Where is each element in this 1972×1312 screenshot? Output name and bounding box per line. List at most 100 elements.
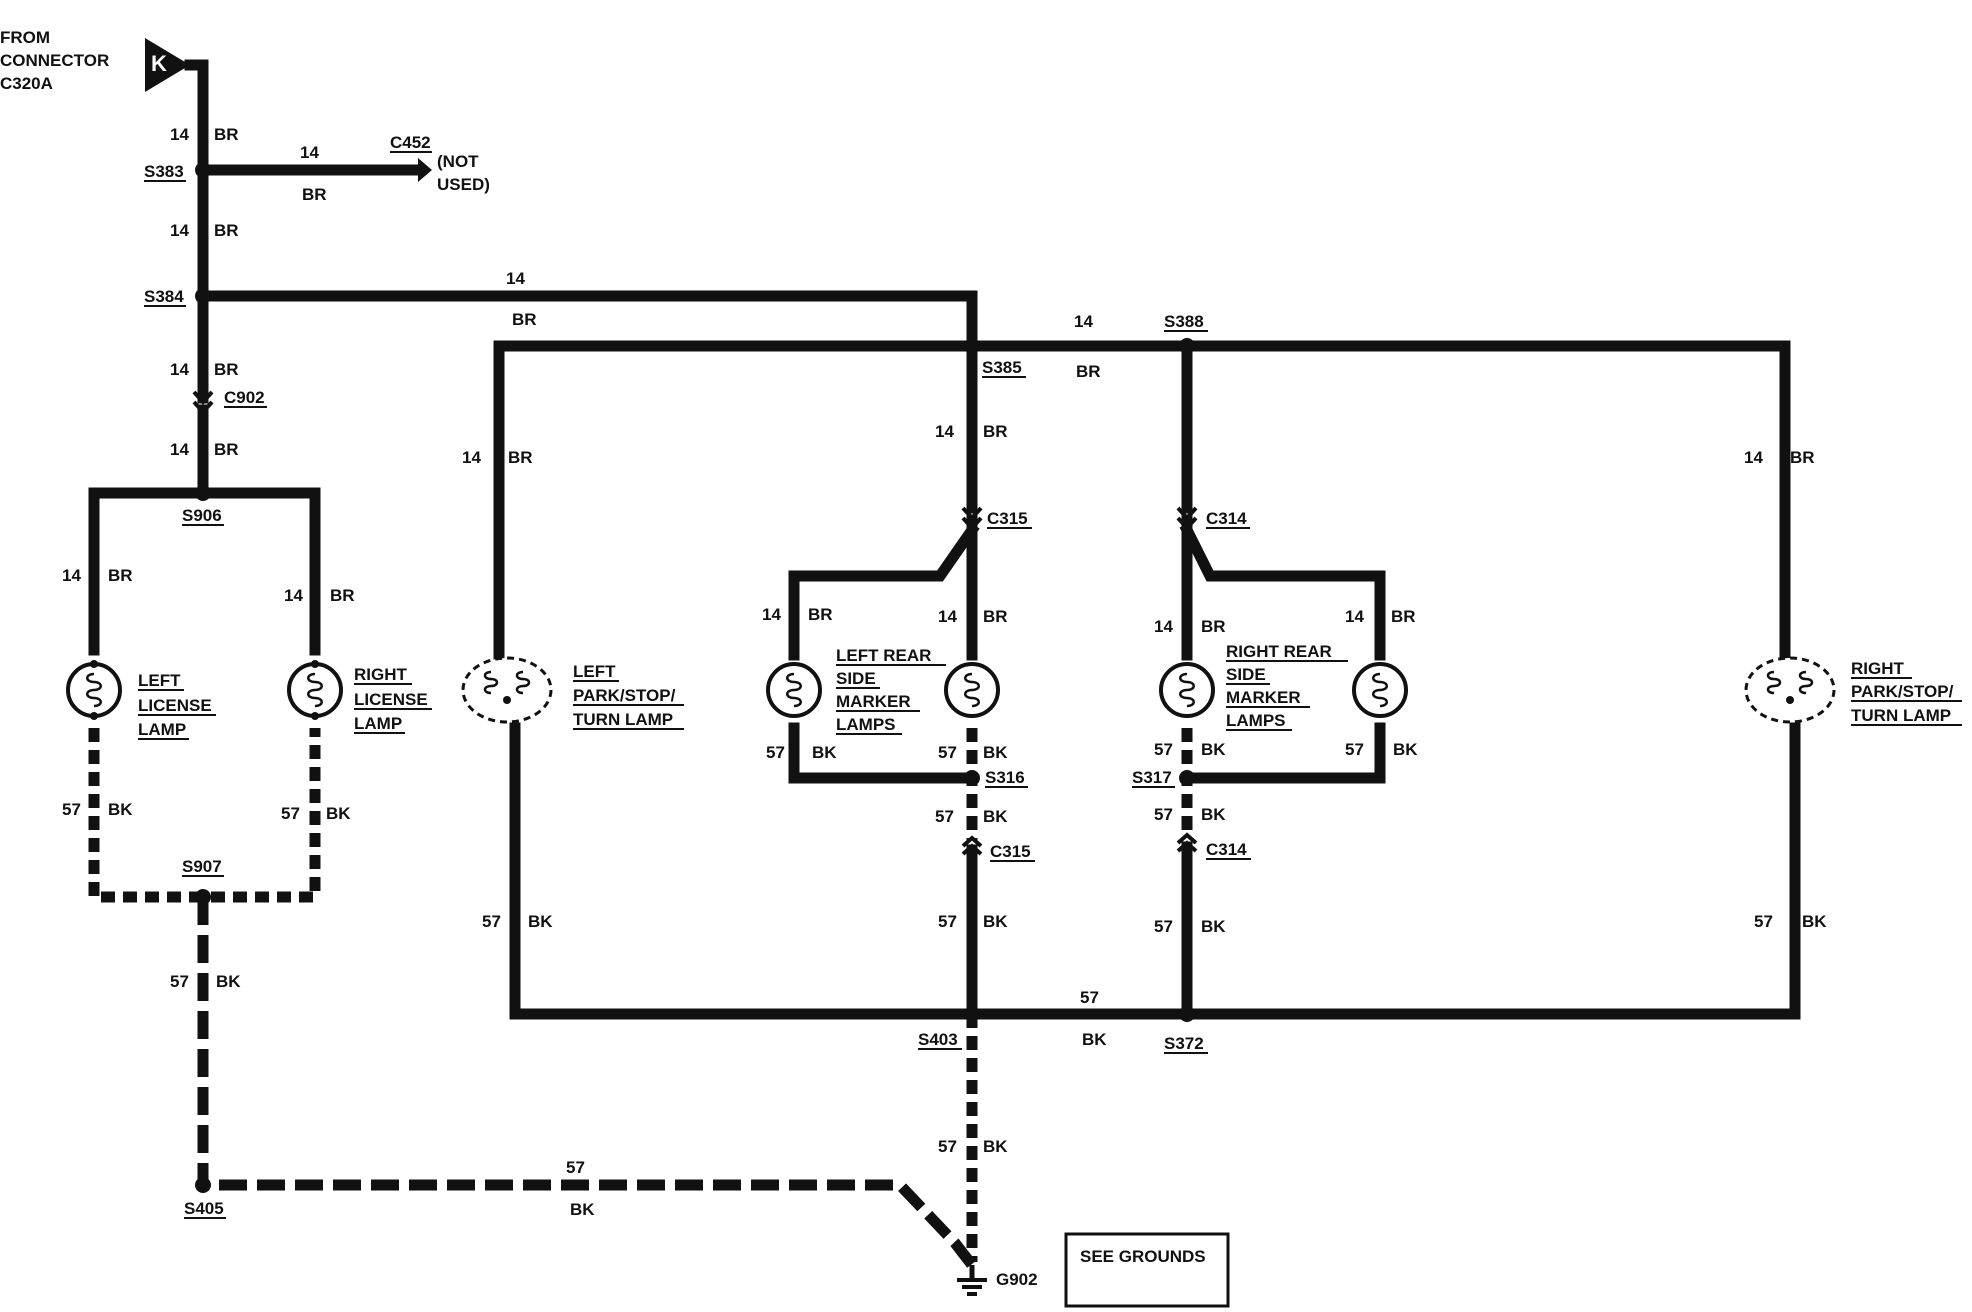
- connector-c452-label: C452: [390, 133, 431, 152]
- right-rear-side-marker-lamp-2-icon: [1352, 662, 1408, 718]
- svg-text:LEFT REAR: LEFT REAR: [836, 646, 931, 665]
- svg-text:14: 14: [938, 607, 957, 626]
- svg-text:BK: BK: [326, 804, 351, 823]
- svg-text:SIDE: SIDE: [836, 669, 876, 688]
- source-connector-k: K: [145, 38, 190, 92]
- svg-text:BR: BR: [330, 586, 355, 605]
- svg-text:14: 14: [170, 221, 189, 240]
- svg-text:MARKER: MARKER: [1226, 688, 1301, 707]
- svg-text:BR: BR: [302, 185, 327, 204]
- see-grounds-box: [1064, 1232, 1230, 1308]
- svg-text:BK: BK: [1201, 805, 1226, 824]
- svg-text:TURN LAMP: TURN LAMP: [573, 710, 673, 729]
- svg-text:BK: BK: [570, 1200, 595, 1219]
- splice-dots: [195, 162, 1195, 1193]
- svg-text:BR: BR: [983, 422, 1008, 441]
- svg-text:BR: BR: [983, 607, 1008, 626]
- svg-text:14: 14: [935, 422, 954, 441]
- svg-text:BR: BR: [512, 310, 537, 329]
- left-park-lamp-label: LEFT PARK/STOP/ TURN LAMP: [573, 662, 684, 730]
- svg-text:57: 57: [62, 800, 81, 819]
- svg-text:BK: BK: [983, 743, 1008, 762]
- from-label-line1: FROM: [0, 28, 50, 47]
- svg-text:57: 57: [935, 807, 954, 826]
- connector-c314-bottom-label: C314: [1206, 840, 1247, 859]
- left-rear-side-marker-lamp-1-icon: [766, 662, 822, 718]
- svg-text:BR: BR: [1201, 617, 1226, 636]
- svg-text:57: 57: [938, 1137, 957, 1156]
- svg-text:LAMPS: LAMPS: [1226, 711, 1286, 730]
- svg-text:14: 14: [506, 269, 525, 288]
- svg-text:BK: BK: [1393, 740, 1418, 759]
- from-label-line3: C320A: [0, 74, 53, 93]
- svg-text:BK: BK: [983, 912, 1008, 931]
- svg-text:BK: BK: [1082, 1030, 1107, 1049]
- br-wires: [88, 59, 1791, 661]
- svg-text:14: 14: [170, 440, 189, 459]
- svg-text:BR: BR: [1391, 607, 1416, 626]
- splice-s384-label: S384: [144, 287, 184, 306]
- connector-letter: K: [151, 51, 167, 76]
- svg-text:57: 57: [1080, 988, 1099, 1007]
- svg-text:BR: BR: [214, 440, 239, 459]
- svg-text:14: 14: [170, 360, 189, 379]
- splice-s906-label: S906: [182, 506, 222, 525]
- left-rear-side-marker-lamp-2-icon: [944, 662, 1000, 718]
- svg-text:14: 14: [1154, 617, 1173, 636]
- right-license-lamp-icon: [287, 660, 343, 720]
- left-license-lamp-label: LEFT LICENSE LAMP: [138, 671, 216, 740]
- ground-name: G902: [996, 1270, 1038, 1289]
- svg-text:57: 57: [566, 1158, 585, 1177]
- svg-text:57: 57: [1154, 740, 1173, 759]
- svg-text:14: 14: [62, 566, 81, 585]
- svg-text:PARK/STOP/: PARK/STOP/: [1851, 682, 1954, 701]
- connector-symbol-c315-bottom: [961, 835, 983, 856]
- connector-c315-top-label: C315: [987, 509, 1028, 528]
- svg-text:BR: BR: [508, 448, 533, 467]
- svg-text:57: 57: [938, 743, 957, 762]
- svg-text:14: 14: [462, 448, 481, 467]
- svg-text:57: 57: [1154, 805, 1173, 824]
- svg-text:BR: BR: [1790, 448, 1815, 467]
- right-license-lamp-label: RIGHT LICENSE LAMP: [354, 665, 432, 734]
- svg-text:14: 14: [1074, 312, 1093, 331]
- svg-text:14: 14: [300, 143, 319, 162]
- connector-c314-top-label: C314: [1206, 509, 1247, 528]
- svg-text:SIDE: SIDE: [1226, 665, 1266, 684]
- svg-text:14: 14: [170, 125, 189, 144]
- splice-s403-label: S403: [918, 1030, 958, 1049]
- svg-text:57: 57: [482, 912, 501, 931]
- svg-text:RIGHT: RIGHT: [1851, 659, 1905, 678]
- svg-text:BR: BR: [214, 125, 239, 144]
- right-rear-side-marker-lamps-label: RIGHT REAR SIDE MARKER LAMPS: [1226, 642, 1348, 731]
- svg-text:RIGHT REAR: RIGHT REAR: [1226, 642, 1332, 661]
- svg-text:TURN LAMP: TURN LAMP: [1851, 706, 1951, 725]
- right-park-lamp-icon: [1744, 656, 1836, 724]
- svg-text:14: 14: [284, 586, 303, 605]
- left-rear-side-marker-lamps-label: LEFT REAR SIDE MARKER LAMPS: [836, 646, 946, 735]
- connector-c315-bottom-label: C315: [990, 842, 1031, 861]
- svg-text:57: 57: [1154, 917, 1173, 936]
- right-rear-side-marker-lamp-1-icon: [1159, 662, 1215, 718]
- splice-s317-label: S317: [1132, 768, 1172, 787]
- left-license-lamp-icon: [66, 660, 122, 720]
- splice-s316-label: S316: [985, 768, 1025, 787]
- left-park-lamp-icon: [461, 656, 553, 724]
- connector-symbol-c314-top: [1176, 506, 1198, 531]
- svg-text:LAMPS: LAMPS: [836, 715, 896, 734]
- svg-text:57: 57: [1754, 912, 1773, 931]
- svg-text:BK: BK: [812, 743, 837, 762]
- svg-text:LICENSE: LICENSE: [354, 690, 428, 709]
- svg-text:BK: BK: [983, 1137, 1008, 1156]
- connector-symbol-c314-bottom: [1176, 832, 1198, 853]
- svg-text:57: 57: [938, 912, 957, 931]
- svg-text:BR: BR: [808, 605, 833, 624]
- svg-text:MARKER: MARKER: [836, 692, 911, 711]
- splice-s383-label: S383: [144, 162, 184, 181]
- svg-text:57: 57: [281, 804, 300, 823]
- c452-note-line2: USED): [437, 175, 490, 194]
- svg-text:PARK/STOP/: PARK/STOP/: [573, 686, 676, 705]
- svg-text:57: 57: [766, 743, 785, 762]
